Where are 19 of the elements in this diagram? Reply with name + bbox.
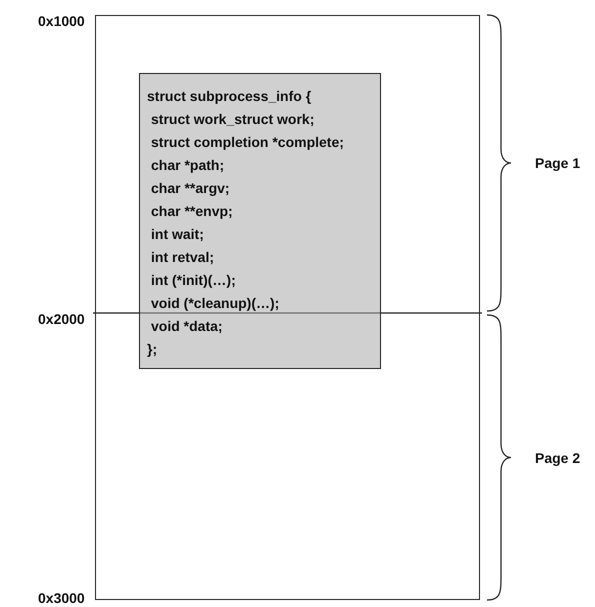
code-line: struct subprocess_info { — [147, 87, 312, 106]
address-label: 0x1000 — [38, 13, 85, 29]
code-line: struct completion *complete; — [150, 133, 344, 152]
struct-box — [139, 73, 381, 369]
memory-region-box — [95, 15, 480, 600]
code-line: char *path; — [150, 156, 224, 175]
code-line: struct work_struct work; — [150, 110, 314, 129]
code-line: char **envp; — [150, 202, 233, 221]
code-line: int (*init)(…); — [150, 271, 236, 290]
page-label: Page 1 — [535, 155, 580, 171]
code-line: int wait; — [150, 225, 204, 244]
code-line: void (*cleanup)(…); — [150, 294, 280, 313]
address-label: 0x2000 — [38, 311, 85, 327]
code-line: }; — [147, 340, 158, 359]
code-line: int retval; — [150, 248, 214, 267]
code-line: char **argv; — [150, 179, 230, 198]
code-line: void *data; — [150, 317, 223, 336]
address-label: 0x3000 — [38, 590, 85, 606]
page-label: Page 2 — [535, 450, 580, 466]
